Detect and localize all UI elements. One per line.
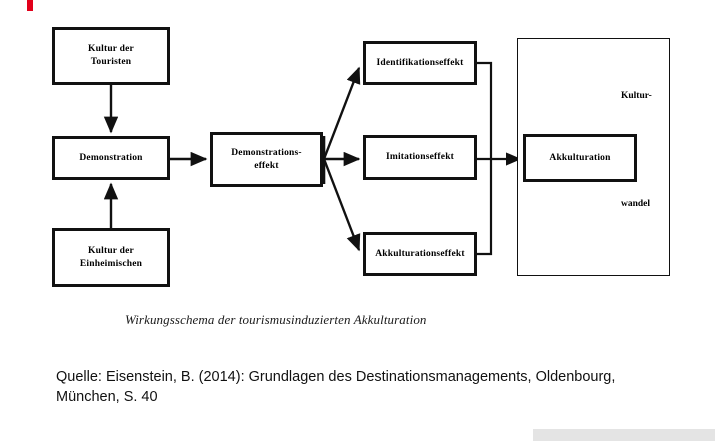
- diagram-connector-layer: [103, 61, 522, 256]
- node-identifikationseffekt: Identifikationseffekt: [363, 41, 477, 85]
- node-demonstration: Demonstration: [52, 136, 170, 180]
- edge-akkulturationseffekt-to-akkulturation: [477, 159, 493, 256]
- slide-accent-marker: [27, 0, 33, 11]
- node-identifikationseffekt-label: Identifikationseffekt: [376, 57, 464, 68]
- label-kulturwandel-prefix: Kultur-: [621, 91, 652, 101]
- node-kultur-der-touristen: Kultur der Touristen: [52, 27, 170, 85]
- diagram-caption: Wirkungsschema der tourismusinduzierten …: [125, 312, 427, 327]
- node-akkulturationseffekt: Akkulturationseffekt: [363, 232, 477, 276]
- node-kultur-der-einheimischen-label: Kultur der Einheimischen: [79, 245, 143, 269]
- edge-demonstrationseffekt-to-identifikationseffekt: [322, 66, 361, 160]
- node-imitationseffekt: Imitationseffekt: [363, 135, 477, 180]
- diagram-figure: Kultur der Touristen Demonstration Kultu…: [52, 27, 670, 287]
- node-akkulturation: Akkulturation: [523, 134, 637, 182]
- node-akkulturationseffekt-label: Akkulturationseffekt: [375, 248, 465, 259]
- label-kulturwandel-suffix: wandel: [621, 199, 651, 209]
- node-demonstrationseffekt: Demonstrations- effekt: [210, 132, 323, 187]
- edge-demonstrationseffekt-to-akkulturationseffekt: [322, 158, 361, 252]
- node-imitationseffekt-label: Imitationseffekt: [385, 152, 455, 163]
- node-kultur-der-touristen-label: Kultur der Touristen: [88, 44, 134, 67]
- source-note: Quelle: Eisenstein, B. (2014): Grundlage…: [56, 369, 616, 405]
- node-kultur-der-einheimischen: Kultur der Einheimischen: [52, 228, 170, 287]
- edge-identifikationseffekt-to-akkulturation: [477, 61, 493, 159]
- node-akkulturation-label: Akkulturation: [549, 152, 611, 163]
- node-demonstrationseffekt-label: Demonstrations- effekt: [231, 147, 302, 171]
- node-demonstration-label: Demonstration: [79, 152, 143, 163]
- footer-strip: [533, 429, 715, 441]
